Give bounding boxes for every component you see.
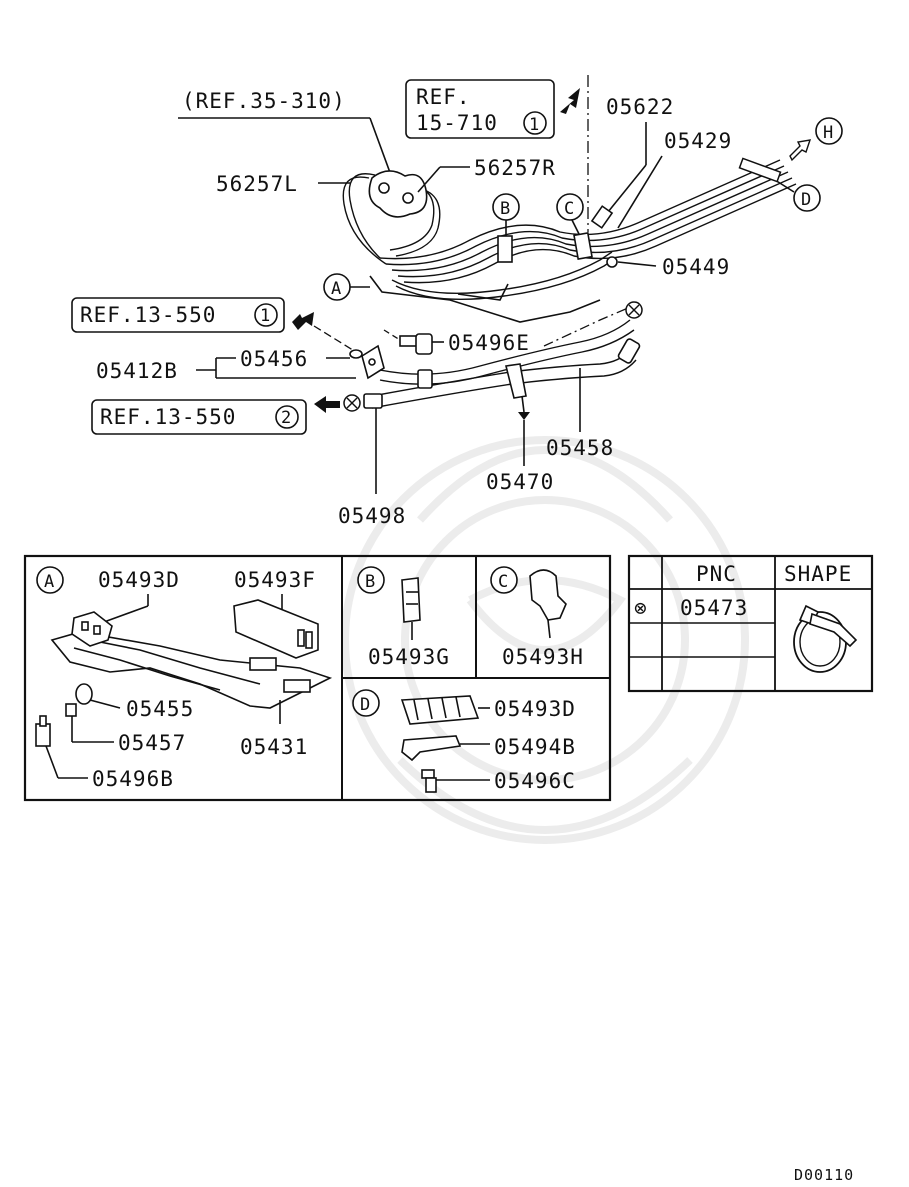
part-56257R-label[interactable]: 56257R (474, 156, 556, 180)
ref-13-550-1-box[interactable] (71, 297, 285, 333)
detail-section-c: C 05493H (490, 566, 584, 669)
part-05449-label[interactable]: 05449 (662, 255, 730, 279)
callout-c[interactable] (556, 193, 584, 221)
part-05412B-label[interactable]: 05412B (96, 359, 178, 383)
part-05496B-label[interactable]: 05496B (92, 767, 174, 791)
detail-c-tag: C (498, 572, 509, 592)
detail-section-d: D 05493D 05494B 05496C (352, 689, 576, 793)
detail-section-a: A 05493D 05493F 05455 (35, 566, 333, 791)
detail-a-tag: A (44, 572, 55, 592)
part-05496C-label[interactable]: 05496C (494, 769, 576, 793)
part-05494B-label[interactable]: 05494B (494, 735, 576, 759)
drawing-code: D00110 (794, 1166, 854, 1184)
callout-d[interactable] (793, 184, 821, 212)
part-05456-label[interactable]: 05456 (240, 347, 308, 371)
detail-d-tag: D (360, 695, 371, 715)
fuel-hoses (363, 319, 641, 420)
detail-b-tag: B (365, 572, 376, 592)
junction-block (368, 170, 428, 218)
ref-13-550-2-box[interactable] (91, 399, 307, 435)
arrow-h-icon (789, 139, 812, 162)
ref-13-550-1-label: REF.13-550 (80, 303, 216, 327)
detail-panel: A 05493D 05493F 05455 (23, 554, 612, 802)
part-05493D-a-label[interactable]: 05493D (98, 568, 180, 592)
callout-h[interactable] (815, 117, 843, 145)
ref-15-710-line2: 15-710 (416, 111, 498, 135)
ref-13-550-1-number: 1 (260, 306, 271, 326)
ref-35-310-label[interactable]: (REF.35-310) (182, 89, 346, 113)
part-05458-label[interactable]: 05458 (546, 436, 614, 460)
callout-h-text: H (823, 123, 834, 143)
table-header-pnc: PNC (696, 562, 737, 586)
table-header-shape: SHAPE (784, 562, 852, 586)
callout-b-text: B (500, 199, 511, 219)
brake-pipe-bundle (342, 157, 797, 301)
part-05493F-label[interactable]: 05493F (234, 568, 316, 592)
main-assembly: (REF.35-310) REF. 15-710 1 05622 05429 H… (71, 75, 843, 528)
arrow-ref-15-710-icon (560, 88, 580, 114)
ref-15-710-box[interactable] (405, 79, 555, 139)
callout-c-text: C (564, 199, 575, 219)
ref-15-710-number: 1 (529, 115, 540, 135)
table-row-1-symbol: ⊗ (634, 596, 648, 620)
callout-a-text: A (331, 279, 342, 299)
table-row-1-pnc[interactable]: 05473 (680, 596, 748, 620)
part-05496E-label[interactable]: 05496E (448, 331, 530, 355)
pnc-shape-table: PNC SHAPE ⊗ 05473 (627, 554, 874, 693)
part-05457-label[interactable]: 05457 (118, 731, 186, 755)
ref-15-710-line1: REF. (416, 85, 471, 109)
detail-section-b: B 05493G (357, 566, 450, 669)
ref-13-550-2-number: 2 (281, 408, 292, 428)
part-05622-label[interactable]: 05622 (606, 95, 674, 119)
arrow-ref-13-550-1-icon (292, 312, 314, 330)
part-05493H-label[interactable]: 05493H (502, 645, 584, 669)
part-05431-label[interactable]: 05431 (240, 735, 308, 759)
watermark-emblem (341, 436, 749, 844)
arrow-ref-13-550-2-icon (314, 396, 340, 413)
part-05493D-d-label[interactable]: 05493D (494, 697, 576, 721)
part-05429-label[interactable]: 05429 (664, 129, 732, 153)
part-05493G-label[interactable]: 05493G (368, 645, 450, 669)
hose-clamp-shape (793, 604, 858, 673)
part-05498-label[interactable]: 05498 (338, 504, 406, 528)
part-05470-label[interactable]: 05470 (486, 470, 554, 494)
ref-13-550-2-label: REF.13-550 (100, 405, 236, 429)
part-56257L-label[interactable]: 56257L (216, 172, 298, 196)
part-05455-label[interactable]: 05455 (126, 697, 194, 721)
callout-d-text: D (801, 190, 812, 210)
